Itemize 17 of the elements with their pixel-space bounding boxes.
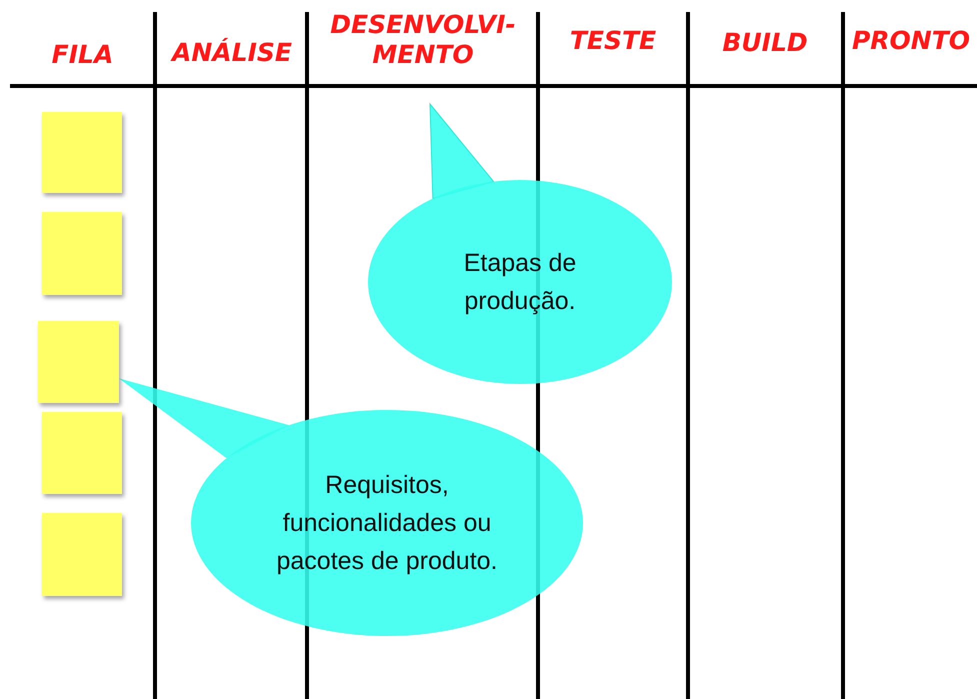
sticky-note bbox=[42, 513, 122, 596]
column-header: TESTE bbox=[568, 26, 658, 56]
speech-bubble-tail bbox=[119, 378, 289, 458]
sticky-note bbox=[42, 412, 122, 494]
column-header: BUILD bbox=[721, 28, 809, 58]
speech-bubble bbox=[368, 180, 672, 384]
column-header: ANÁLISE bbox=[170, 38, 293, 68]
sticky-note bbox=[42, 212, 122, 295]
sticky-note bbox=[42, 112, 122, 193]
callout-text: Etapas de produção. bbox=[462, 248, 578, 317]
sticky-note bbox=[38, 321, 119, 403]
column-header: PRONTO bbox=[850, 26, 972, 56]
column-header: FILA bbox=[50, 40, 114, 70]
speech-bubble-tail bbox=[429, 102, 494, 200]
speech-bubble bbox=[191, 410, 583, 636]
callout-text: Requisitos, funcionalidades ou pacotes de produto. bbox=[276, 470, 498, 577]
column-header: DESENVOLVI-MENTO bbox=[329, 10, 517, 70]
